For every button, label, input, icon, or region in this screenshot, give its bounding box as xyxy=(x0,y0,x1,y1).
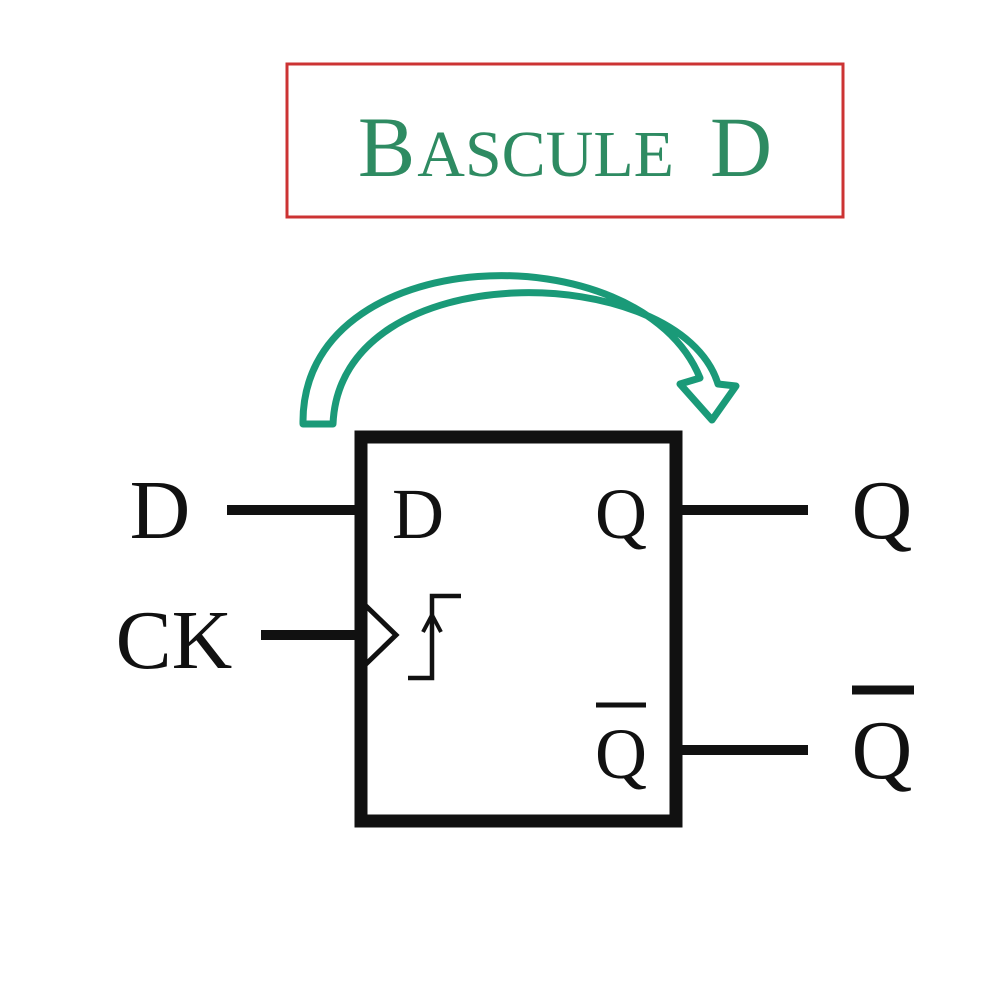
title-first-letter: B xyxy=(358,99,415,195)
title-text: BASCULE D xyxy=(358,99,772,195)
qbar-output-label: Q xyxy=(852,704,913,797)
ck-input-label: CK xyxy=(116,594,233,687)
flip-flop-block xyxy=(354,430,683,828)
d-pin-label: D xyxy=(392,474,444,554)
title-suffix: D xyxy=(710,99,772,195)
curved-arrow-icon xyxy=(299,272,740,428)
q-output-label: Q xyxy=(852,464,913,557)
title-box xyxy=(285,62,845,219)
qbar-pin-label: Q xyxy=(595,714,647,794)
d-input-label: D xyxy=(130,464,191,557)
clock-triangle-icon xyxy=(363,603,400,667)
rising-edge-icon xyxy=(408,593,461,681)
title-rest: ASCULE xyxy=(417,118,674,191)
q-pin-label: Q xyxy=(595,474,647,554)
rising-edge-arrowhead xyxy=(421,610,443,633)
